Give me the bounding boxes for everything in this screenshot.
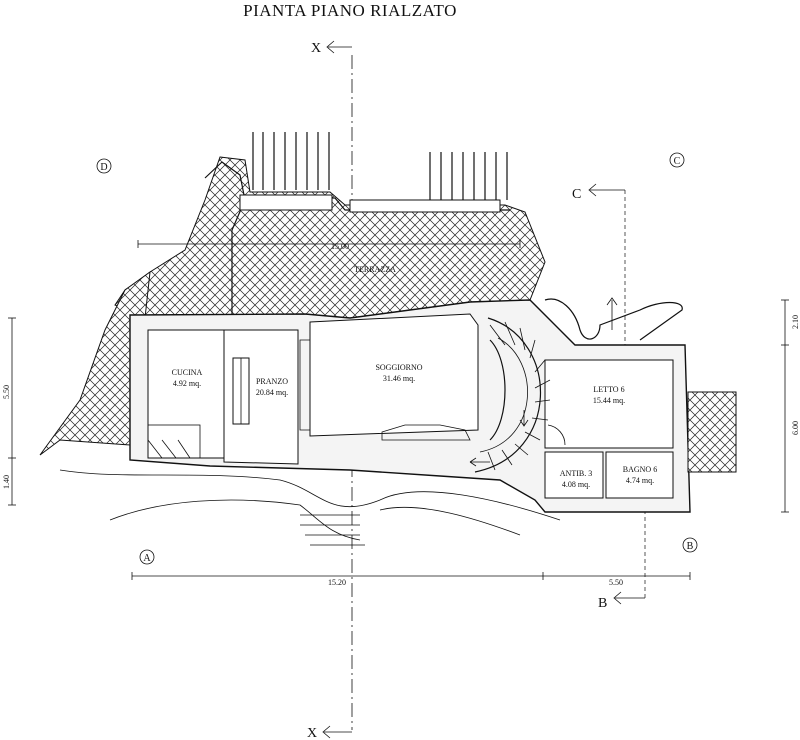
dim-terrace-width: 15.00	[137, 240, 521, 251]
marker-d: D	[96, 158, 112, 174]
page-title: PIANTA PIANO RIALZATO	[243, 1, 457, 20]
balcony-right	[687, 391, 737, 473]
room-bagno	[605, 451, 674, 499]
section-marker-b: B	[598, 500, 646, 611]
svg-text:D: D	[100, 162, 107, 173]
room-cucina	[147, 329, 225, 459]
svg-text:15.20: 15.20	[328, 578, 346, 587]
left-slope-area	[39, 270, 151, 456]
terrace-railing-right	[429, 152, 508, 200]
svg-text:5.50: 5.50	[2, 385, 11, 399]
svg-text:5.50: 5.50	[609, 578, 623, 587]
svg-text:15.00: 15.00	[331, 242, 349, 251]
svg-text:6.00: 6.00	[791, 421, 800, 435]
svg-text:C: C	[572, 187, 581, 202]
bagno-name: BAGNO 6	[623, 465, 657, 474]
bagno-area: 4.74 mq.	[626, 476, 654, 485]
svg-text:A: A	[143, 553, 151, 564]
section-marker-x-top: X	[311, 40, 352, 56]
terrace-area	[114, 156, 546, 319]
door-swing	[547, 424, 566, 446]
kitchen-counter	[147, 424, 201, 459]
soggiorno-area: 31.46 mq.	[383, 374, 415, 383]
dim-bottom: 15.20 5.50	[131, 572, 691, 587]
soggiorno-name: SOGGIORNO	[375, 363, 422, 372]
pranzo-name: PRANZO	[256, 377, 288, 386]
terrace-planter-left	[239, 194, 333, 211]
section-marker-x-bottom: X	[307, 725, 352, 740]
letto-name: LETTO 6	[593, 385, 624, 394]
garden-rocks-right	[544, 298, 683, 341]
svg-text:C: C	[674, 156, 681, 167]
svg-text:2.10: 2.10	[791, 315, 800, 329]
antibagno-name: ANTIB. 3	[560, 469, 592, 478]
exterior-steps	[300, 514, 365, 546]
marker-a: A	[139, 549, 155, 565]
svg-text:B: B	[687, 541, 694, 552]
dim-right: 2.10 6.00	[781, 299, 800, 513]
svg-text:1.40: 1.40	[2, 475, 11, 489]
svg-text:B: B	[598, 596, 607, 611]
terrain-line-1	[59, 469, 561, 521]
pranzo-area: 20.84 mq.	[256, 388, 288, 397]
cucina-name: CUCINA	[172, 368, 203, 377]
terrace-railing-left	[252, 132, 330, 190]
letto-area: 15.44 mq.	[593, 396, 625, 405]
marker-b: B	[682, 537, 698, 553]
marker-c: C	[669, 152, 685, 168]
fireplace	[381, 424, 471, 441]
spiral-staircase	[469, 317, 551, 473]
cucina-area: 4.92 mq.	[173, 379, 201, 388]
svg-text:X: X	[311, 41, 321, 56]
room-antibagno	[544, 451, 604, 499]
terrace-planter-right	[349, 199, 501, 213]
terrazza-label: TERRAZZA	[354, 265, 396, 274]
room-letto	[544, 359, 674, 449]
dim-left: 5.50 1.40	[2, 317, 16, 506]
antibagno-area: 4.08 mq.	[562, 480, 590, 489]
svg-text:X: X	[307, 726, 317, 740]
sofa	[299, 339, 311, 431]
section-marker-c: C	[572, 183, 626, 345]
